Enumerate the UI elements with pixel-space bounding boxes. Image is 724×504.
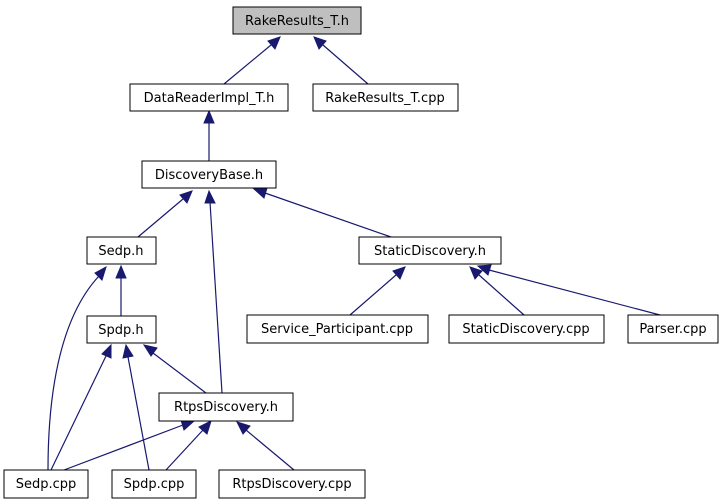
node-label: RakeResults_T.h (245, 14, 349, 29)
node-rake-results-h[interactable]: RakeResults_T.h (232, 6, 362, 35)
node-box (86, 236, 157, 265)
node-spdp-h[interactable]: Spdp.h (86, 315, 157, 344)
node-label: RtpsDiscovery.h (174, 400, 278, 415)
node-box (627, 314, 719, 344)
edge-sedp-cpp-to-rtpsdiscovery-h (63, 419, 196, 471)
node-discovery-base-h[interactable]: DiscoveryBase.h (141, 160, 277, 189)
edge-rakeresults-cpp-to-rakeresults-h (313, 36, 369, 85)
edge-rtpsdiscovery-h-to-discoverybase (204, 189, 223, 394)
node-box (358, 236, 502, 265)
edge-staticdiscovery-cpp-to-staticdiscovery-h (469, 266, 525, 316)
edge-rtpsdiscovery-h-to-spdp-h (142, 344, 207, 394)
edge-rtpsdiscovery-cpp-to-rtpsdiscovery-h (236, 421, 295, 471)
node-rtps-discovery-cpp[interactable]: RtpsDiscovery.cpp (218, 469, 366, 499)
node-spdp-cpp[interactable]: Spdp.cpp (111, 469, 197, 499)
node-static-discovery-h[interactable]: StaticDiscovery.h (358, 236, 502, 265)
node-label: DataReaderImpl_T.h (144, 91, 275, 106)
node-box (312, 83, 459, 112)
edge-staticdiscovery-h-to-discoverybase (252, 187, 392, 238)
node-service-participant-cpp[interactable]: Service_Participant.cpp (246, 314, 429, 344)
edge-parser-cpp-to-staticdiscovery-h (476, 264, 661, 316)
node-label: RtpsDiscovery.cpp (232, 477, 351, 492)
node-label: Service_Participant.cpp (261, 322, 413, 337)
node-label: Sedp.h (98, 244, 143, 259)
node-box (246, 314, 429, 344)
node-sedp-cpp[interactable]: Sedp.cpp (3, 469, 89, 499)
node-box (129, 83, 289, 112)
edge-discoverybase-to-datareaderimpl (203, 109, 215, 161)
node-label: StaticDiscovery.cpp (462, 322, 589, 337)
node-label: DiscoveryBase.h (155, 168, 263, 183)
node-parser-cpp[interactable]: Parser.cpp (627, 314, 719, 344)
node-data-reader-impl-h[interactable]: DataReaderImpl_T.h (129, 83, 289, 112)
node-label: Spdp.h (98, 323, 143, 338)
node-label: Sedp.cpp (16, 477, 77, 492)
node-label: Spdp.cpp (124, 477, 185, 492)
node-rake-results-cpp[interactable]: RakeResults_T.cpp (312, 83, 459, 112)
node-box (3, 469, 89, 499)
edge-sedp-cpp-to-sedp-h (47, 265, 107, 471)
node-box (218, 469, 366, 499)
graph-nodes: RakeResults_T.h DataReaderImpl_T.h RakeR… (3, 6, 719, 499)
edge-datareaderimpl-to-rakeresults-h (223, 36, 281, 85)
node-label: Parser.cpp (639, 322, 706, 337)
node-label: RakeResults_T.cpp (325, 91, 444, 106)
node-box (141, 160, 277, 189)
node-box (86, 315, 157, 344)
node-rtps-discovery-h[interactable]: RtpsDiscovery.h (158, 392, 294, 422)
edge-service-participant-to-staticdiscovery-h (349, 266, 406, 316)
node-label: StaticDiscovery.h (374, 244, 486, 259)
edge-spdp-cpp-to-spdp-h (122, 343, 150, 471)
graph-edges (47, 36, 661, 471)
node-static-discovery-cpp[interactable]: StaticDiscovery.cpp (448, 314, 605, 344)
node-sedp-h[interactable]: Sedp.h (86, 236, 157, 265)
edge-spdp-h-to-sedp-h (115, 264, 127, 316)
node-box (448, 314, 605, 344)
edge-sedp-h-to-discoverybase (137, 190, 193, 238)
edge-spdp-cpp-to-rtpsdiscovery-h (165, 420, 212, 471)
node-box (158, 392, 294, 422)
node-box (111, 469, 197, 499)
edge-sedp-cpp-to-spdp-h (50, 343, 112, 471)
node-box (232, 6, 362, 35)
